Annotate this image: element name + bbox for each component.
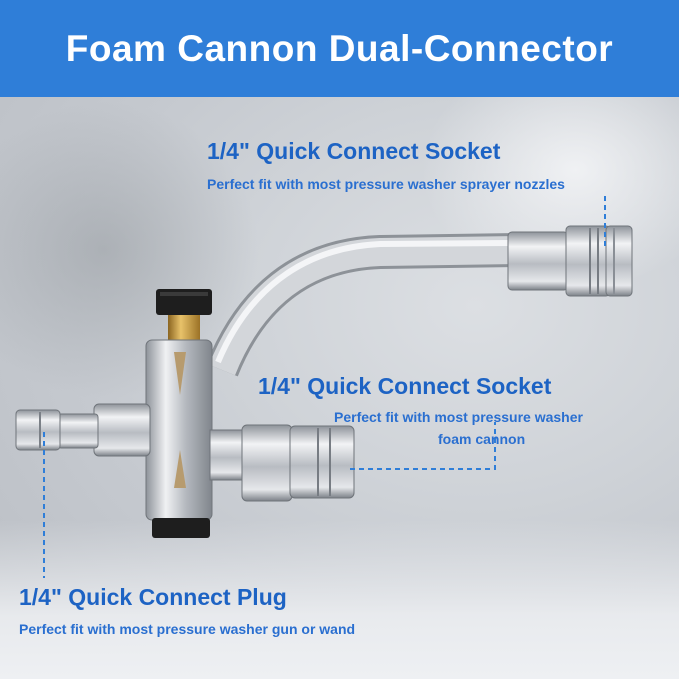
callout-desc-upper: Perfect fit with most pressure washer sp…: [207, 176, 565, 192]
page-title: Foam Cannon Dual-Connector: [65, 27, 614, 69]
callout-desc-middle-line1: Perfect fit with most pressure washer: [334, 409, 583, 425]
top-knob: [156, 289, 212, 345]
lower-socket: [209, 424, 355, 502]
leader-line-middle: [350, 422, 496, 470]
valve-body: [145, 339, 213, 538]
callout-desc-middle-line2: foam cannon: [438, 431, 526, 447]
callout-heading-upper: 1/4" Quick Connect Socket: [207, 138, 501, 164]
background-floor: [0, 520, 679, 679]
left-plug: [15, 403, 151, 457]
tube-highlight: [215, 240, 516, 364]
callout-heading-middle: 1/4" Quick Connect Socket: [258, 373, 552, 399]
upper-socket: [507, 225, 633, 297]
callout-heading-plug: 1/4" Quick Connect Plug: [19, 584, 287, 610]
tube: [209, 236, 516, 376]
callout-desc-plug: Perfect fit with most pressure washer gu…: [19, 621, 356, 637]
title-banner: Foam Cannon Dual-Connector: [0, 0, 679, 97]
